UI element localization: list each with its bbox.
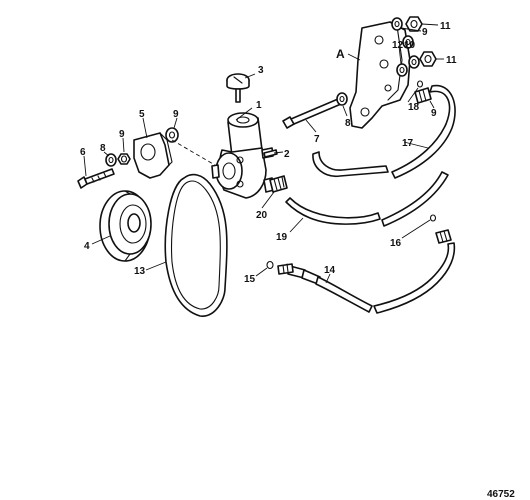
callout-8-left: 8 [100,143,106,154]
callout-16: 16 [390,238,402,249]
callout-5: 5 [139,109,145,120]
o-ring-15 [266,260,274,270]
pump-stud [263,149,278,158]
washer-8-right [336,92,348,106]
washer-9-bracket [165,127,179,143]
washer-8-left [105,153,117,167]
callout-4: 4 [84,241,90,252]
callout-9-top: 9 [422,27,428,38]
return-hose-17 [312,84,456,179]
callout-17: 17 [402,138,414,149]
callout-18: 18 [408,102,420,113]
reference-letter-a: A [336,47,345,61]
hose-16-fitting [429,214,452,244]
nut-9-left [117,153,131,165]
pump-pulley [99,190,152,262]
washer-12 [396,63,408,77]
hose-19 [285,171,449,227]
callout-11-mid: 11 [446,55,457,66]
long-bolt [282,98,342,129]
washer-9-mid [408,55,420,69]
callout-12: 12 [392,40,404,51]
pump-bracket [133,132,173,179]
callout-labels: 1 2 3 4 5 6 7 8 8 9 9 9 9 10 11 11 12 13… [80,21,457,285]
callout-1: 1 [256,100,262,111]
hose-fitting [269,175,288,193]
callout-15: 15 [244,274,256,285]
callout-19: 19 [276,232,288,243]
pulley-bolt [77,168,115,189]
mounting-bracket [349,21,411,129]
callout-14: 14 [324,265,336,276]
washer-9-top [391,17,403,31]
callout-20: 20 [256,210,268,221]
callout-9-lower-right: 9 [431,108,437,119]
callout-8-right: 8 [345,118,351,129]
figure-number: 46752 [487,489,515,500]
callout-7: 7 [314,134,320,145]
callout-3: 3 [258,65,264,76]
hose-17-fitting [414,87,432,104]
nut-11-mid [419,51,437,67]
drive-belt [164,173,228,317]
reservoir-cap [226,73,250,103]
callout-2: 2 [284,149,290,160]
pressure-hose-14 [277,242,456,314]
callout-11-top: 11 [440,21,451,32]
leader-lines [83,23,444,284]
callout-9-left: 9 [119,129,125,140]
power-steering-pump [211,112,275,199]
callout-10: 10 [404,40,416,51]
callout-9-bracket: 9 [173,109,179,120]
callout-6: 6 [80,147,86,158]
callout-13: 13 [134,266,146,277]
assembly-line [171,139,221,169]
o-ring-18 [416,80,424,88]
